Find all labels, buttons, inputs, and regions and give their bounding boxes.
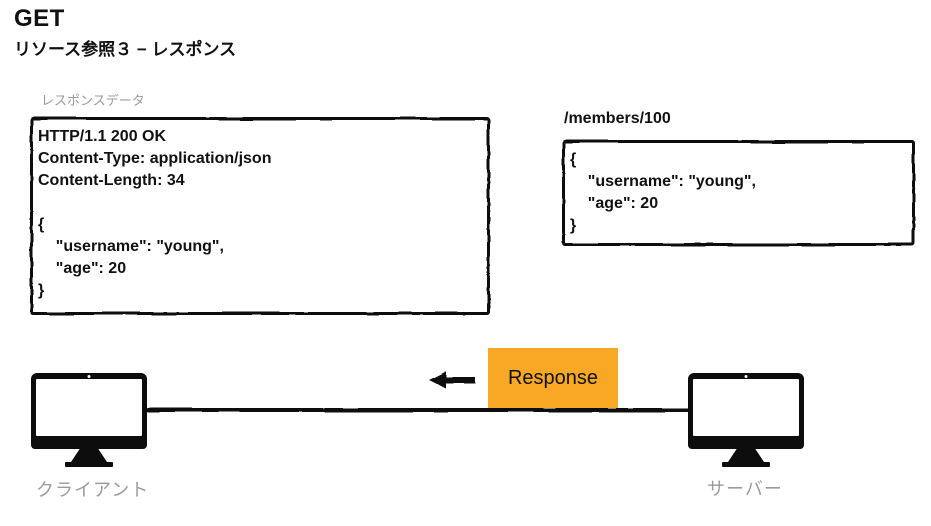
camera-dot-icon bbox=[87, 375, 91, 378]
page-subtitle: リソース参照３ − レスポンス bbox=[14, 40, 237, 59]
response-data-box: HTTP/1.1 200 OK Content-Type: applicatio… bbox=[30, 117, 490, 315]
response-data-label: レスポンスデータ bbox=[41, 93, 145, 108]
monitor-base bbox=[65, 462, 113, 467]
server-label: サーバー bbox=[707, 479, 783, 499]
monitor-body bbox=[688, 373, 804, 449]
page-title: GET bbox=[14, 5, 65, 32]
monitor-stand bbox=[71, 449, 107, 462]
client-monitor-icon bbox=[31, 373, 147, 467]
network-line bbox=[146, 408, 692, 412]
response-badge: Response bbox=[488, 348, 618, 408]
monitor-stand bbox=[728, 449, 764, 462]
resource-json-content: { "username": "young", "age": 20 } bbox=[570, 151, 756, 234]
monitor-screen bbox=[693, 379, 799, 436]
server-monitor-icon bbox=[688, 373, 804, 467]
monitor-screen bbox=[36, 379, 142, 436]
left-arrow-icon bbox=[429, 371, 475, 389]
client-label: クライアント bbox=[36, 480, 150, 500]
response-badge-label: Response bbox=[507, 366, 599, 389]
response-data-content: HTTP/1.1 200 OK Content-Type: applicatio… bbox=[38, 128, 272, 299]
resource-url-label: /members/100 bbox=[564, 110, 671, 127]
camera-dot-icon bbox=[744, 375, 748, 378]
monitor-body bbox=[31, 373, 147, 449]
monitor-base bbox=[722, 462, 770, 467]
resource-json-box: { "username": "young", "age": 20 } bbox=[562, 140, 915, 246]
